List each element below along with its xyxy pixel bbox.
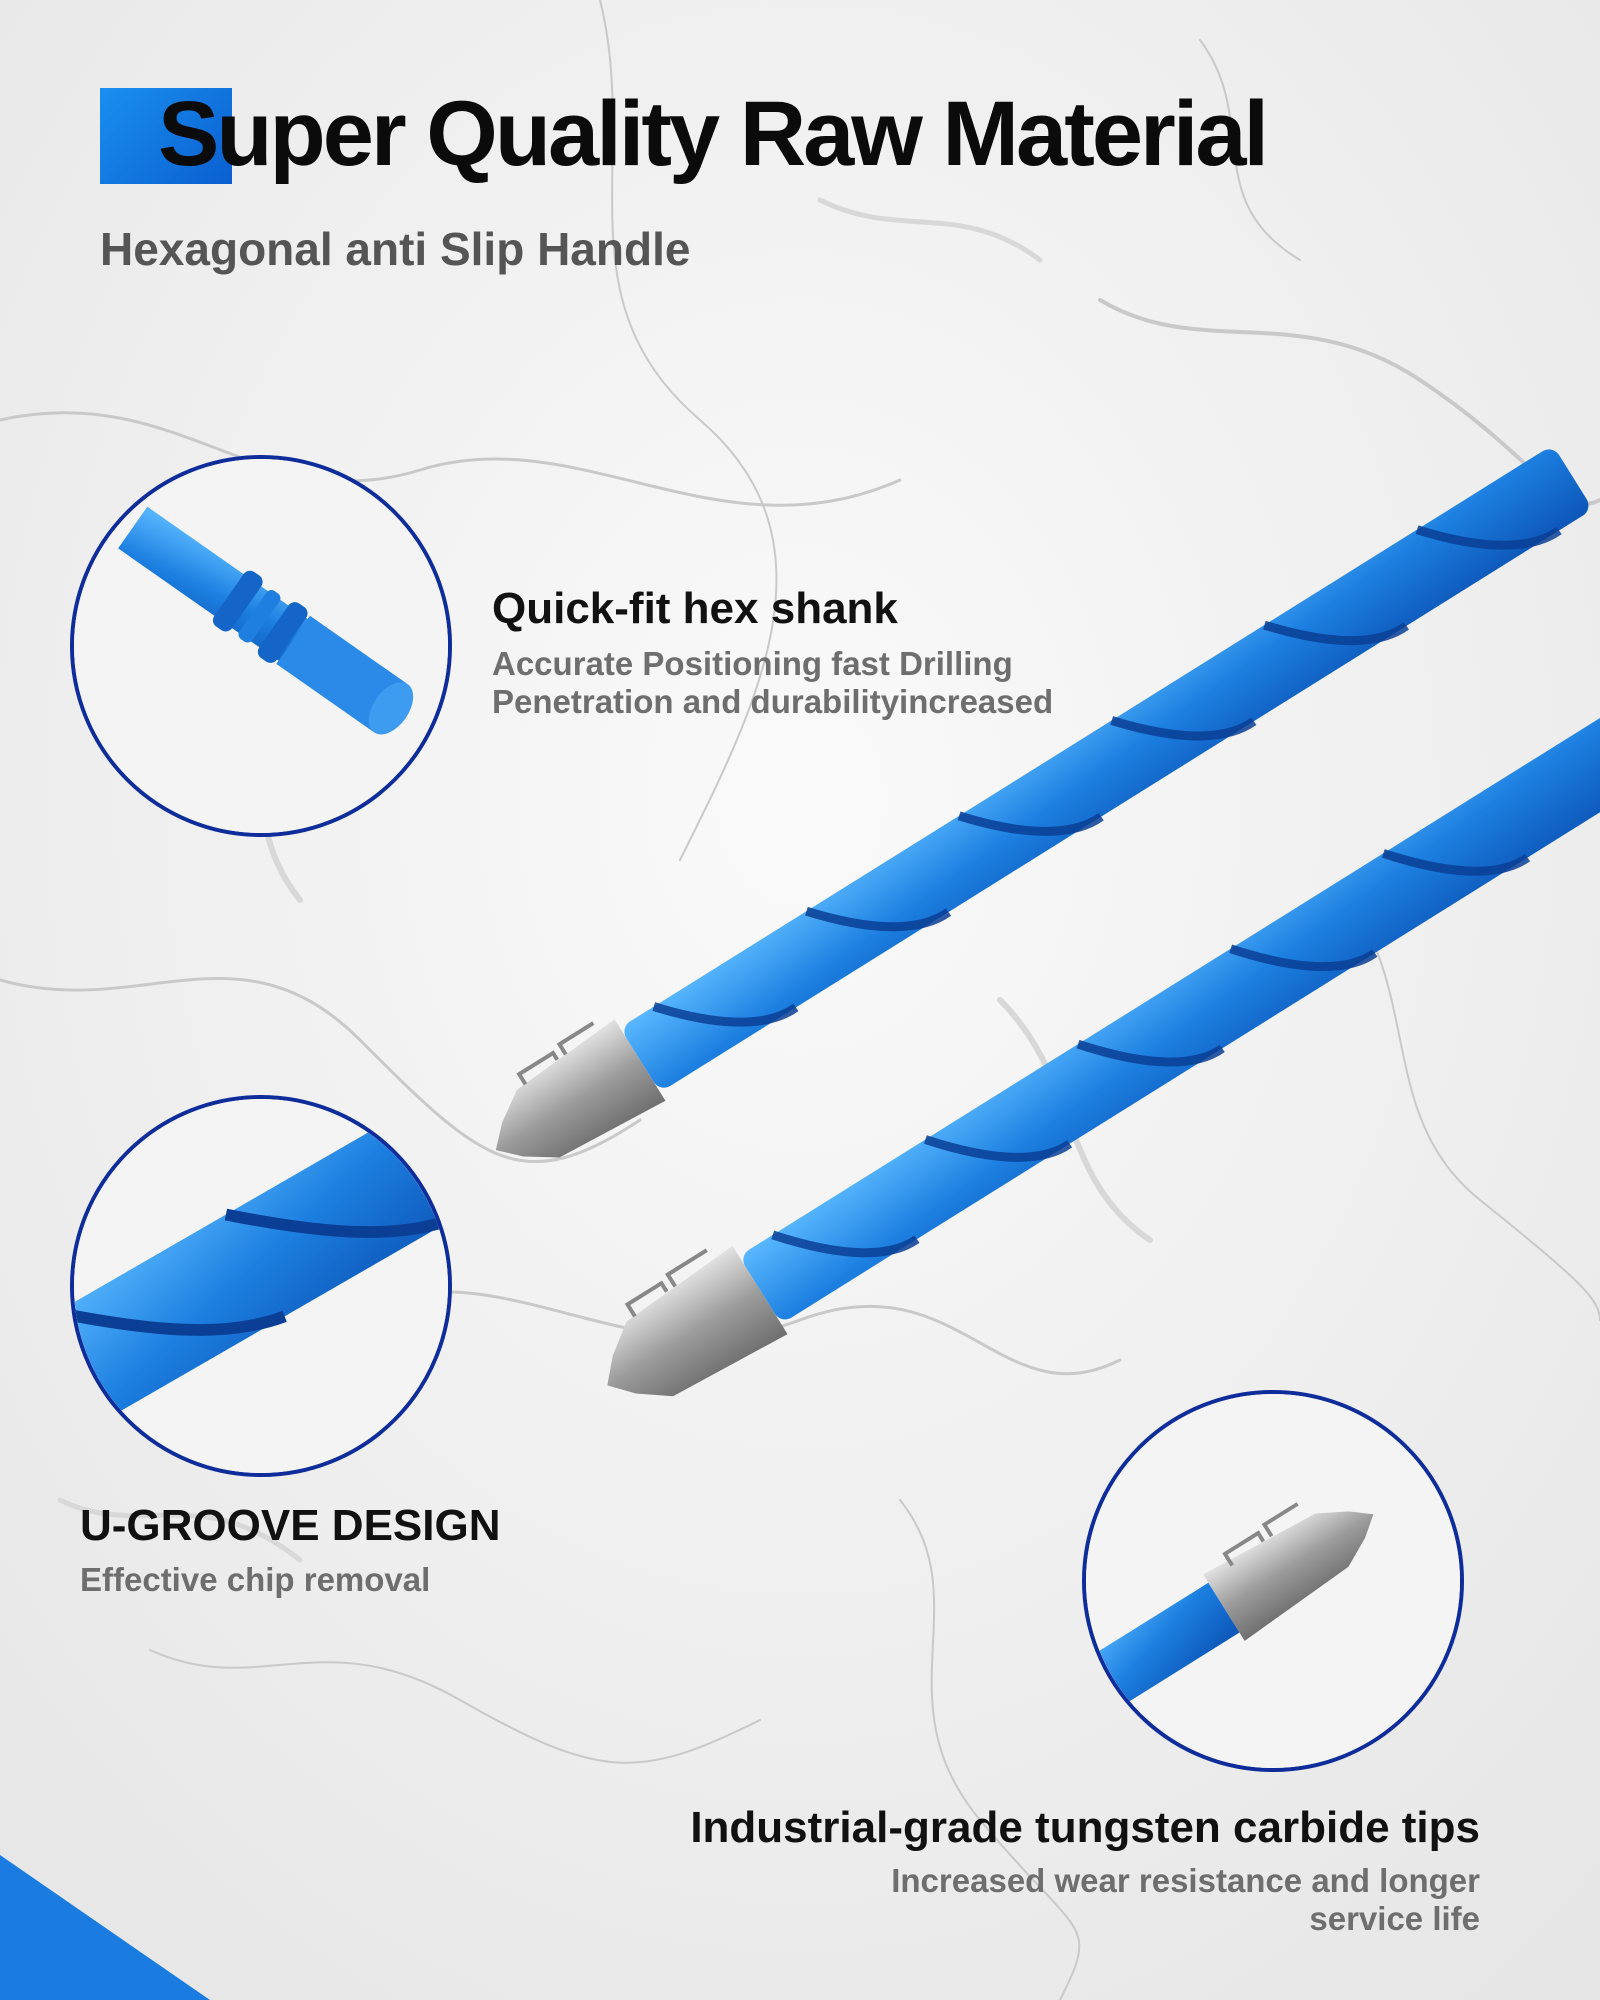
- u-groove-desc: Effective chip removal: [80, 1561, 431, 1598]
- hex-shank-closeup-circle: [70, 455, 452, 837]
- hex-shank-desc-line2: Penetration and durabilityincreased: [492, 683, 1054, 720]
- hex-shank-closeup-icon: [74, 459, 448, 833]
- title-accent-block: [100, 88, 232, 184]
- carbide-tips-desc-line1: Increased wear resistance and longer: [891, 1862, 1480, 1899]
- corner-accent-triangle: [0, 1855, 210, 2000]
- hex-shank-title: Quick-fit hex shank: [492, 584, 898, 633]
- u-groove-title: U-GROOVE DESIGN: [80, 1501, 501, 1550]
- carbide-tips-title: Industrial-grade tungsten carbide tips: [690, 1803, 1480, 1852]
- hex-shank-desc-line1: Accurate Positioning fast Drilling: [492, 645, 1013, 682]
- carbide-tips-desc-line2: service life: [1309, 1900, 1480, 1937]
- carbide-tip-closeup-circle: [1082, 1390, 1464, 1772]
- u-groove-closeup-icon: [74, 1099, 448, 1473]
- u-groove-closeup-circle: [70, 1095, 452, 1477]
- page-subtitle: Hexagonal anti Slip Handle: [100, 223, 691, 275]
- page-title: Super Quality Raw Material: [158, 83, 1269, 185]
- carbide-tip-closeup-icon: [1086, 1394, 1460, 1768]
